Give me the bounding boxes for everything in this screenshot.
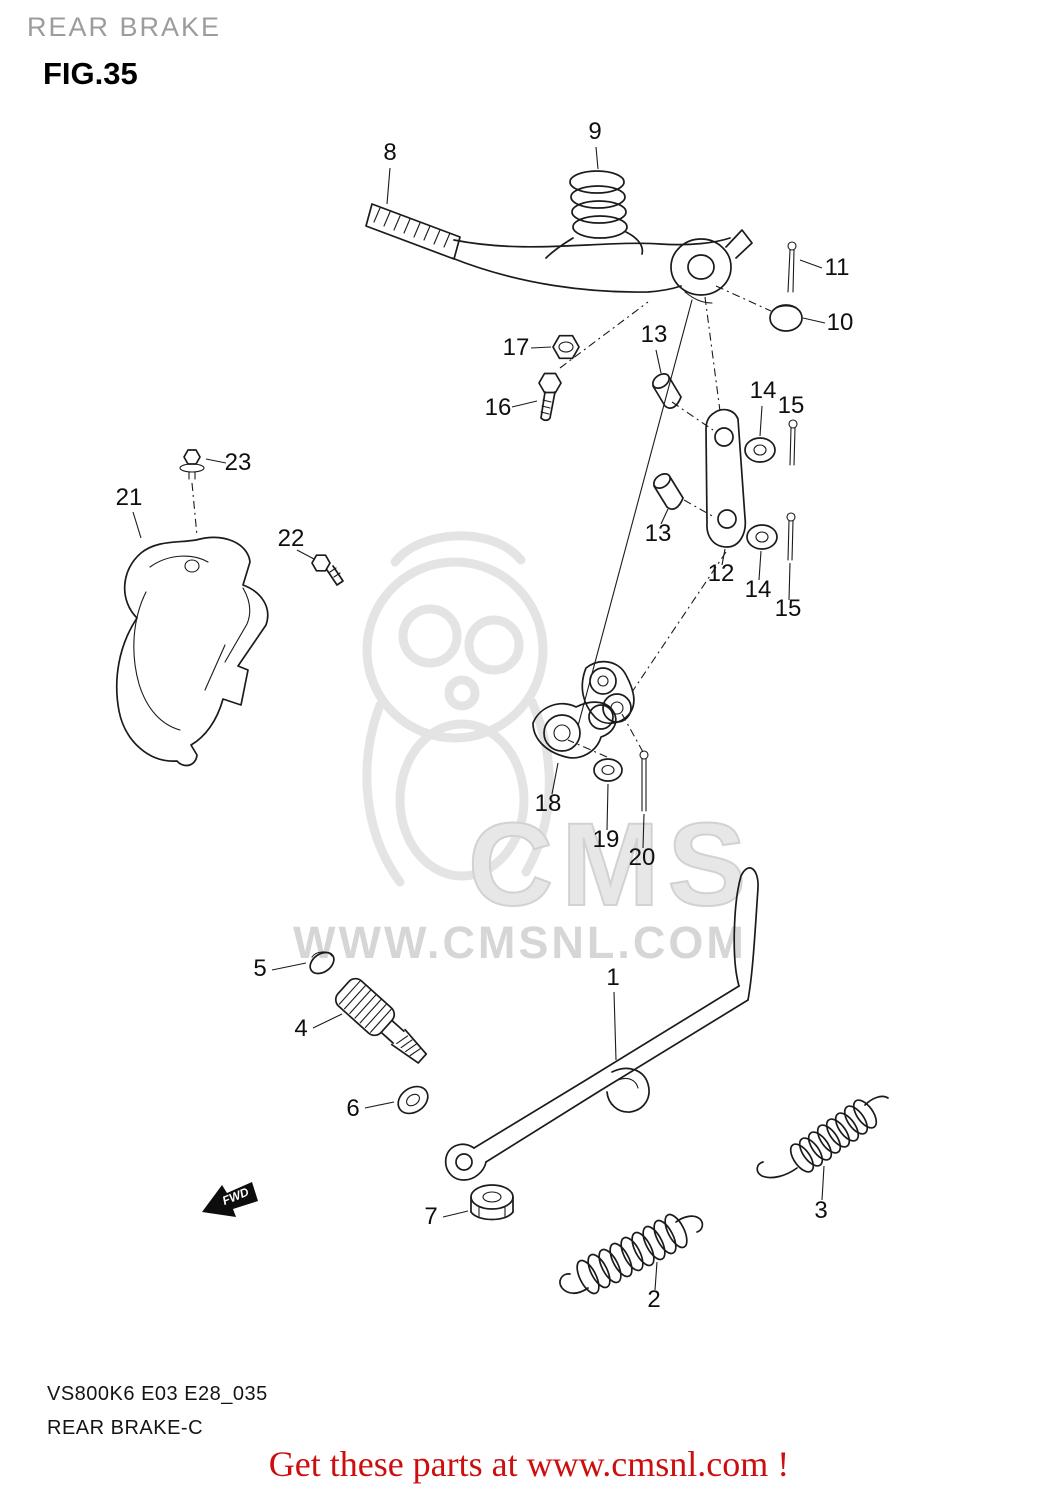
callout-5[interactable]: 5	[253, 955, 266, 982]
callout-18[interactable]: 18	[535, 790, 562, 817]
nut-drawing-17	[552, 334, 580, 360]
center-line	[631, 551, 727, 693]
washer-drawing-6	[397, 1085, 429, 1115]
link-plate-drawing-12	[705, 408, 747, 548]
callout-14b[interactable]: 14	[745, 576, 772, 603]
center-line	[671, 401, 714, 431]
callout-19[interactable]: 19	[593, 826, 620, 853]
callout-12[interactable]: 12	[708, 560, 735, 587]
callout-6[interactable]: 6	[346, 1095, 359, 1122]
brake-rod-drawing-1	[444, 867, 759, 1181]
nut-drawing-7	[470, 1184, 514, 1221]
brake-pedal-drawing	[365, 203, 753, 304]
pin-drawing-20	[639, 750, 649, 812]
cmsnl-promo-link[interactable]: Get these parts at www.cmsnl.com !	[268, 1444, 790, 1484]
fwd-direction-marker: FWD	[202, 1182, 258, 1217]
brake-arm-joint-drawing-18	[532, 660, 635, 759]
cotter-pin-drawing-15b	[786, 512, 796, 561]
callout-22[interactable]: 22	[278, 525, 305, 552]
callout-23[interactable]: 23	[225, 449, 252, 476]
callout-2[interactable]: 2	[647, 1286, 660, 1313]
spring-drawing-3	[756, 1095, 889, 1179]
linkage-rod-line	[577, 299, 693, 727]
joint-pin-drawing-13a	[652, 373, 682, 409]
pedal-return-spring-drawing	[545, 170, 644, 259]
guard-bracket-drawing-21	[115, 536, 269, 767]
bolt-drawing-22	[311, 554, 344, 586]
center-line	[559, 301, 649, 369]
washer-drawing-14a	[744, 437, 776, 463]
figure-number: FIG.35	[43, 56, 138, 91]
callout-20[interactable]: 20	[629, 844, 656, 871]
page-title: REAR BRAKE	[27, 12, 222, 42]
callout-13a[interactable]: 13	[641, 321, 668, 348]
cotter-pin-drawing-15a	[788, 419, 798, 466]
cap-drawing-5	[309, 951, 335, 975]
cotter-pin-drawing-11	[787, 241, 797, 293]
callout-16[interactable]: 16	[485, 394, 512, 421]
callout-4[interactable]: 4	[294, 1015, 307, 1042]
callout-13b[interactable]: 13	[645, 520, 672, 547]
center-line	[683, 499, 715, 518]
watermark-logo-text: CMS	[468, 799, 754, 931]
bolt-drawing-23	[179, 449, 205, 480]
adjuster-knob-drawing-4	[334, 977, 428, 1064]
center-line	[567, 739, 608, 758]
washer-drawing-19	[593, 758, 623, 782]
center-line	[191, 482, 198, 537]
cap-drawing-10	[769, 304, 803, 332]
watermark-mascot-illustration	[362, 531, 554, 887]
joint-pin-drawing-13b	[653, 473, 684, 510]
bolt-drawing-16	[538, 372, 562, 422]
callout-15a[interactable]: 15	[778, 392, 805, 419]
center-line	[715, 285, 772, 312]
callout-1[interactable]: 1	[606, 964, 619, 991]
callout-11[interactable]: 11	[825, 254, 850, 281]
callout-8[interactable]: 8	[383, 139, 396, 166]
callout-21[interactable]: 21	[116, 484, 143, 511]
watermark-site-text: WWW.CMSNL.COM	[293, 917, 747, 968]
callout-9[interactable]: 9	[588, 118, 601, 145]
callout-3[interactable]: 3	[814, 1197, 827, 1224]
callout-15b[interactable]: 15	[775, 595, 802, 622]
washer-drawing-14b	[746, 524, 778, 550]
leader-lines	[132, 146, 826, 1291]
figure-caption: REAR BRAKE-C	[47, 1417, 204, 1439]
callout-14a[interactable]: 14	[750, 377, 777, 404]
center-line	[621, 713, 644, 753]
callout-17[interactable]: 17	[503, 334, 530, 361]
callout-7[interactable]: 7	[424, 1203, 437, 1230]
model-code: VS800K6 E03 E28_035	[47, 1383, 268, 1405]
spring-drawing-2	[559, 1213, 704, 1295]
center-line	[704, 296, 721, 412]
callout-10[interactable]: 10	[827, 309, 854, 336]
